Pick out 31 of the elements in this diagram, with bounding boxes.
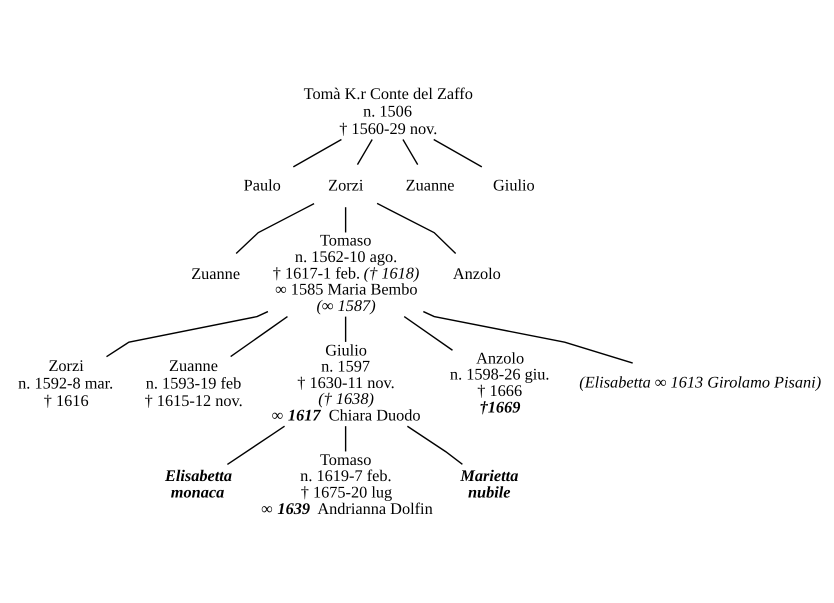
node-text: (Elisabetta ∞ 1613 Girolamo Pisani) — [579, 372, 822, 391]
node-text: Anzolo n. 1598-26 giu. † 1666 †1669 — [450, 348, 550, 416]
node-text: Zuanne — [191, 263, 240, 282]
connector — [236, 202, 314, 254]
node-text: Elisabetta monaca — [164, 466, 232, 501]
connector — [356, 138, 373, 165]
node-text: Marietta nubile — [460, 466, 518, 501]
connector — [404, 316, 453, 350]
connector — [407, 425, 463, 464]
connector — [230, 316, 288, 357]
node-text: Giulio — [493, 174, 535, 194]
connector — [423, 310, 633, 364]
connector — [292, 138, 342, 167]
node-text: Zuanne — [406, 174, 455, 194]
node-text: Tomà K.r Conte del Zaffo n. 1506 † 1560-29 nov. — [304, 83, 473, 138]
node-text: Zuanne n. 1593-19 feb † 1615-12 nov. — [144, 355, 243, 410]
node-text: Paulo — [244, 174, 281, 194]
connector — [344, 206, 346, 232]
node-text: Giulio n. 1597 † 1630-11 nov. († 1638) ∞ 1617 Chiara Duodo — [272, 340, 421, 424]
connector — [344, 316, 346, 342]
node-text: Tomaso n. 1619-7 feb. † 1675-20 lug ∞ 1639 Andrianna Dolfin — [261, 449, 433, 518]
connector — [344, 426, 346, 451]
node-text: Anzolo — [452, 263, 501, 282]
connector — [106, 310, 268, 357]
connector — [402, 138, 418, 165]
node-text: Tomaso n. 1562-10 ago. † 1617-1 feb. († 1618) ∞ 1585 Maria Bembo (∞ 1587) — [272, 230, 420, 314]
node-text: Zorzi n. 1592-8 mar. † 1616 — [18, 355, 114, 410]
connector — [433, 138, 482, 167]
connector — [376, 202, 456, 254]
node-text: Zorzi — [328, 174, 364, 194]
connector — [227, 425, 285, 465]
